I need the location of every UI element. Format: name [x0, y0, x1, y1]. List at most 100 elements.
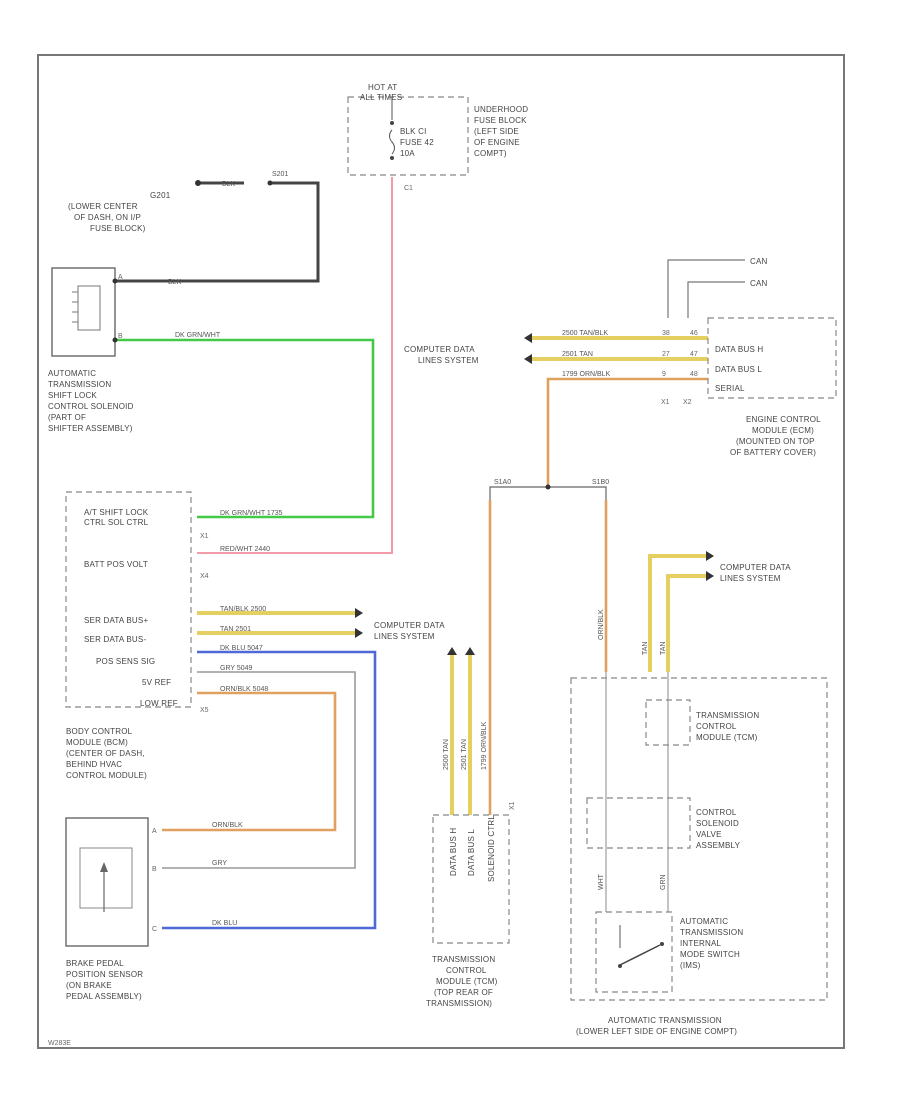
trans-tcm-label: TRANSMISSION	[696, 711, 759, 720]
fuse-block-label: (LEFT SIDE	[474, 127, 519, 136]
tcm-wire-labels: 2500 TAN 2501 TAN 1799 ORN/BLK	[443, 721, 488, 770]
ecm-pin-x2: X2	[683, 399, 692, 406]
ground-splice-dot	[267, 180, 273, 186]
transmission-box	[570, 677, 828, 1001]
tcm-label: CONTROL	[446, 966, 487, 975]
valve-label: SOLENOID	[696, 819, 739, 828]
ecm-wire-label: 2501 TAN	[562, 351, 593, 358]
trans-wire-label: ORN/BLK	[598, 609, 605, 640]
cdl-bcm-label: LINES SYSTEM	[374, 632, 435, 641]
ecm-pin: 47	[690, 351, 698, 358]
bus-arrow	[524, 333, 532, 343]
tcm-circuit: DATA BUS H	[449, 828, 458, 876]
solenoid-label: TRANSMISSION	[48, 380, 111, 389]
bcm-pin: X5	[200, 707, 209, 714]
brake-label: PEDAL ASSEMBLY)	[66, 992, 142, 1001]
bus-arrow	[524, 354, 532, 364]
brake-pin: C	[152, 926, 157, 933]
tcm-box	[432, 814, 510, 944]
cdl-ecm-label: LINES SYSTEM	[418, 356, 479, 365]
fuse-block-label: OF ENGINE	[474, 138, 520, 147]
tcm-label: TRANSMISSION	[432, 955, 495, 964]
transmission-label: (LOWER LEFT SIDE OF ENGINE COMPT)	[576, 1027, 737, 1036]
bcm-row: SER DATA BUS-	[84, 635, 146, 644]
ground-wire	[115, 181, 320, 283]
solenoid-pin-a: A	[118, 274, 123, 281]
fuse-block-label: UNDERHOOD	[474, 105, 528, 114]
ground-wire-color: BLK	[222, 181, 236, 188]
bcm-wire-label: RED/WHT 2440	[220, 546, 270, 553]
bus-arrow	[706, 551, 714, 561]
bcm-wire-label: DK BLU 5047	[220, 645, 263, 652]
valve-label: CONTROL	[696, 808, 737, 817]
bcm-pin-dot	[112, 337, 118, 343]
ims-label: AUTOMATIC	[680, 917, 728, 926]
valve-box	[586, 797, 691, 849]
brake-sensor-box	[65, 817, 149, 947]
ecm-label: MODULE (ECM)	[752, 426, 814, 435]
blue-wire	[162, 650, 377, 930]
diagram-code: W283E	[48, 1040, 71, 1047]
ecm-bus-l: DATA BUS L	[715, 365, 762, 374]
tcm-label: TRANSMISSION)	[426, 999, 492, 1008]
ground-name: G201	[150, 191, 171, 200]
ims-label: INTERNAL	[680, 939, 722, 948]
tcm-label: MODULE (TCM)	[436, 977, 498, 986]
ims-label: MODE SWITCH	[680, 950, 740, 959]
ecm-box	[707, 317, 837, 399]
ecm-pin: 38	[662, 330, 670, 337]
fuse-dot	[390, 156, 394, 160]
solenoid-label: SHIFT LOCK	[48, 391, 97, 400]
bcm-row: SER DATA BUS+	[84, 616, 148, 625]
tcm-circuit: SOLENOID CTRL	[487, 815, 496, 882]
fuse-symbol	[389, 129, 395, 155]
ecm-wire-label: 1799 ORN/BLK	[562, 371, 611, 378]
green-wire	[115, 338, 375, 519]
ecm-pin: 46	[690, 330, 698, 337]
fuse-hot-label-2: ALL TIMES	[360, 93, 402, 102]
bcm-pin: X4	[200, 573, 209, 580]
ecm-wire-label: 2500 TAN/BLK	[562, 330, 608, 337]
bcm-label: CONTROL MODULE)	[66, 771, 147, 780]
ecm-label: (MOUNTED ON TOP	[736, 437, 815, 446]
solenoid-label: CONTROL SOLENOID	[48, 402, 134, 411]
bcm-wire-label: GRY 5049	[220, 665, 253, 672]
bus-arrow	[706, 571, 714, 581]
ecm-bus-h: DATA BUS H	[715, 345, 763, 354]
ecm-top-label: CAN	[750, 257, 768, 266]
brake-wire-label: GRY	[212, 860, 227, 867]
bcm-row: 5V REF	[142, 678, 171, 687]
tcm-wire-label: 1799 ORN/BLK	[481, 721, 488, 770]
fuse-block-box	[347, 96, 469, 176]
bcm-label: (CENTER OF DASH,	[66, 749, 145, 758]
ecm-label: ENGINE CONTROL	[746, 415, 821, 424]
bcm-wire-label: TAN/BLK 2500	[220, 606, 266, 613]
tcm-circuit-labels: DATA BUS H DATA BUS L SOLENOID CTRL	[449, 815, 496, 882]
bus-arrow	[355, 608, 363, 618]
ecm-pin: 9	[662, 371, 666, 378]
ground-location: FUSE BLOCK)	[90, 224, 146, 233]
diagram-frame	[37, 54, 845, 1049]
tcm-wire-label: 2500 TAN	[443, 739, 450, 770]
fuse-pin: C1	[404, 185, 413, 192]
ims-switch-contact	[660, 942, 664, 946]
bcm-row: BATT POS VOLT	[84, 560, 148, 569]
ecm-orange-wire	[546, 377, 708, 487]
bcm-box	[65, 491, 192, 708]
bcm-label: BODY CONTROL	[66, 727, 133, 736]
green-wire-color: DK GRN/WHT	[175, 332, 221, 339]
fuse-id: BLK CI	[400, 127, 427, 136]
fuse-hot-label: HOT AT	[368, 83, 397, 92]
ecm-pin-x1: X1	[661, 399, 670, 406]
ecm-top-wire	[667, 259, 745, 318]
fuse-number: FUSE 42	[400, 138, 434, 147]
cdl-tcm-label: LINES SYSTEM	[720, 574, 781, 583]
fuse-dot	[390, 121, 394, 125]
ground-location: OF DASH, ON I/P	[74, 213, 141, 222]
bcm-row: A/T SHIFT LOCK	[84, 508, 149, 517]
brake-wire-label: DK BLU	[212, 920, 237, 927]
bcm-label: MODULE (BCM)	[66, 738, 128, 747]
trans-tan-wire	[666, 574, 706, 672]
ecm-label: OF BATTERY COVER)	[730, 448, 816, 457]
